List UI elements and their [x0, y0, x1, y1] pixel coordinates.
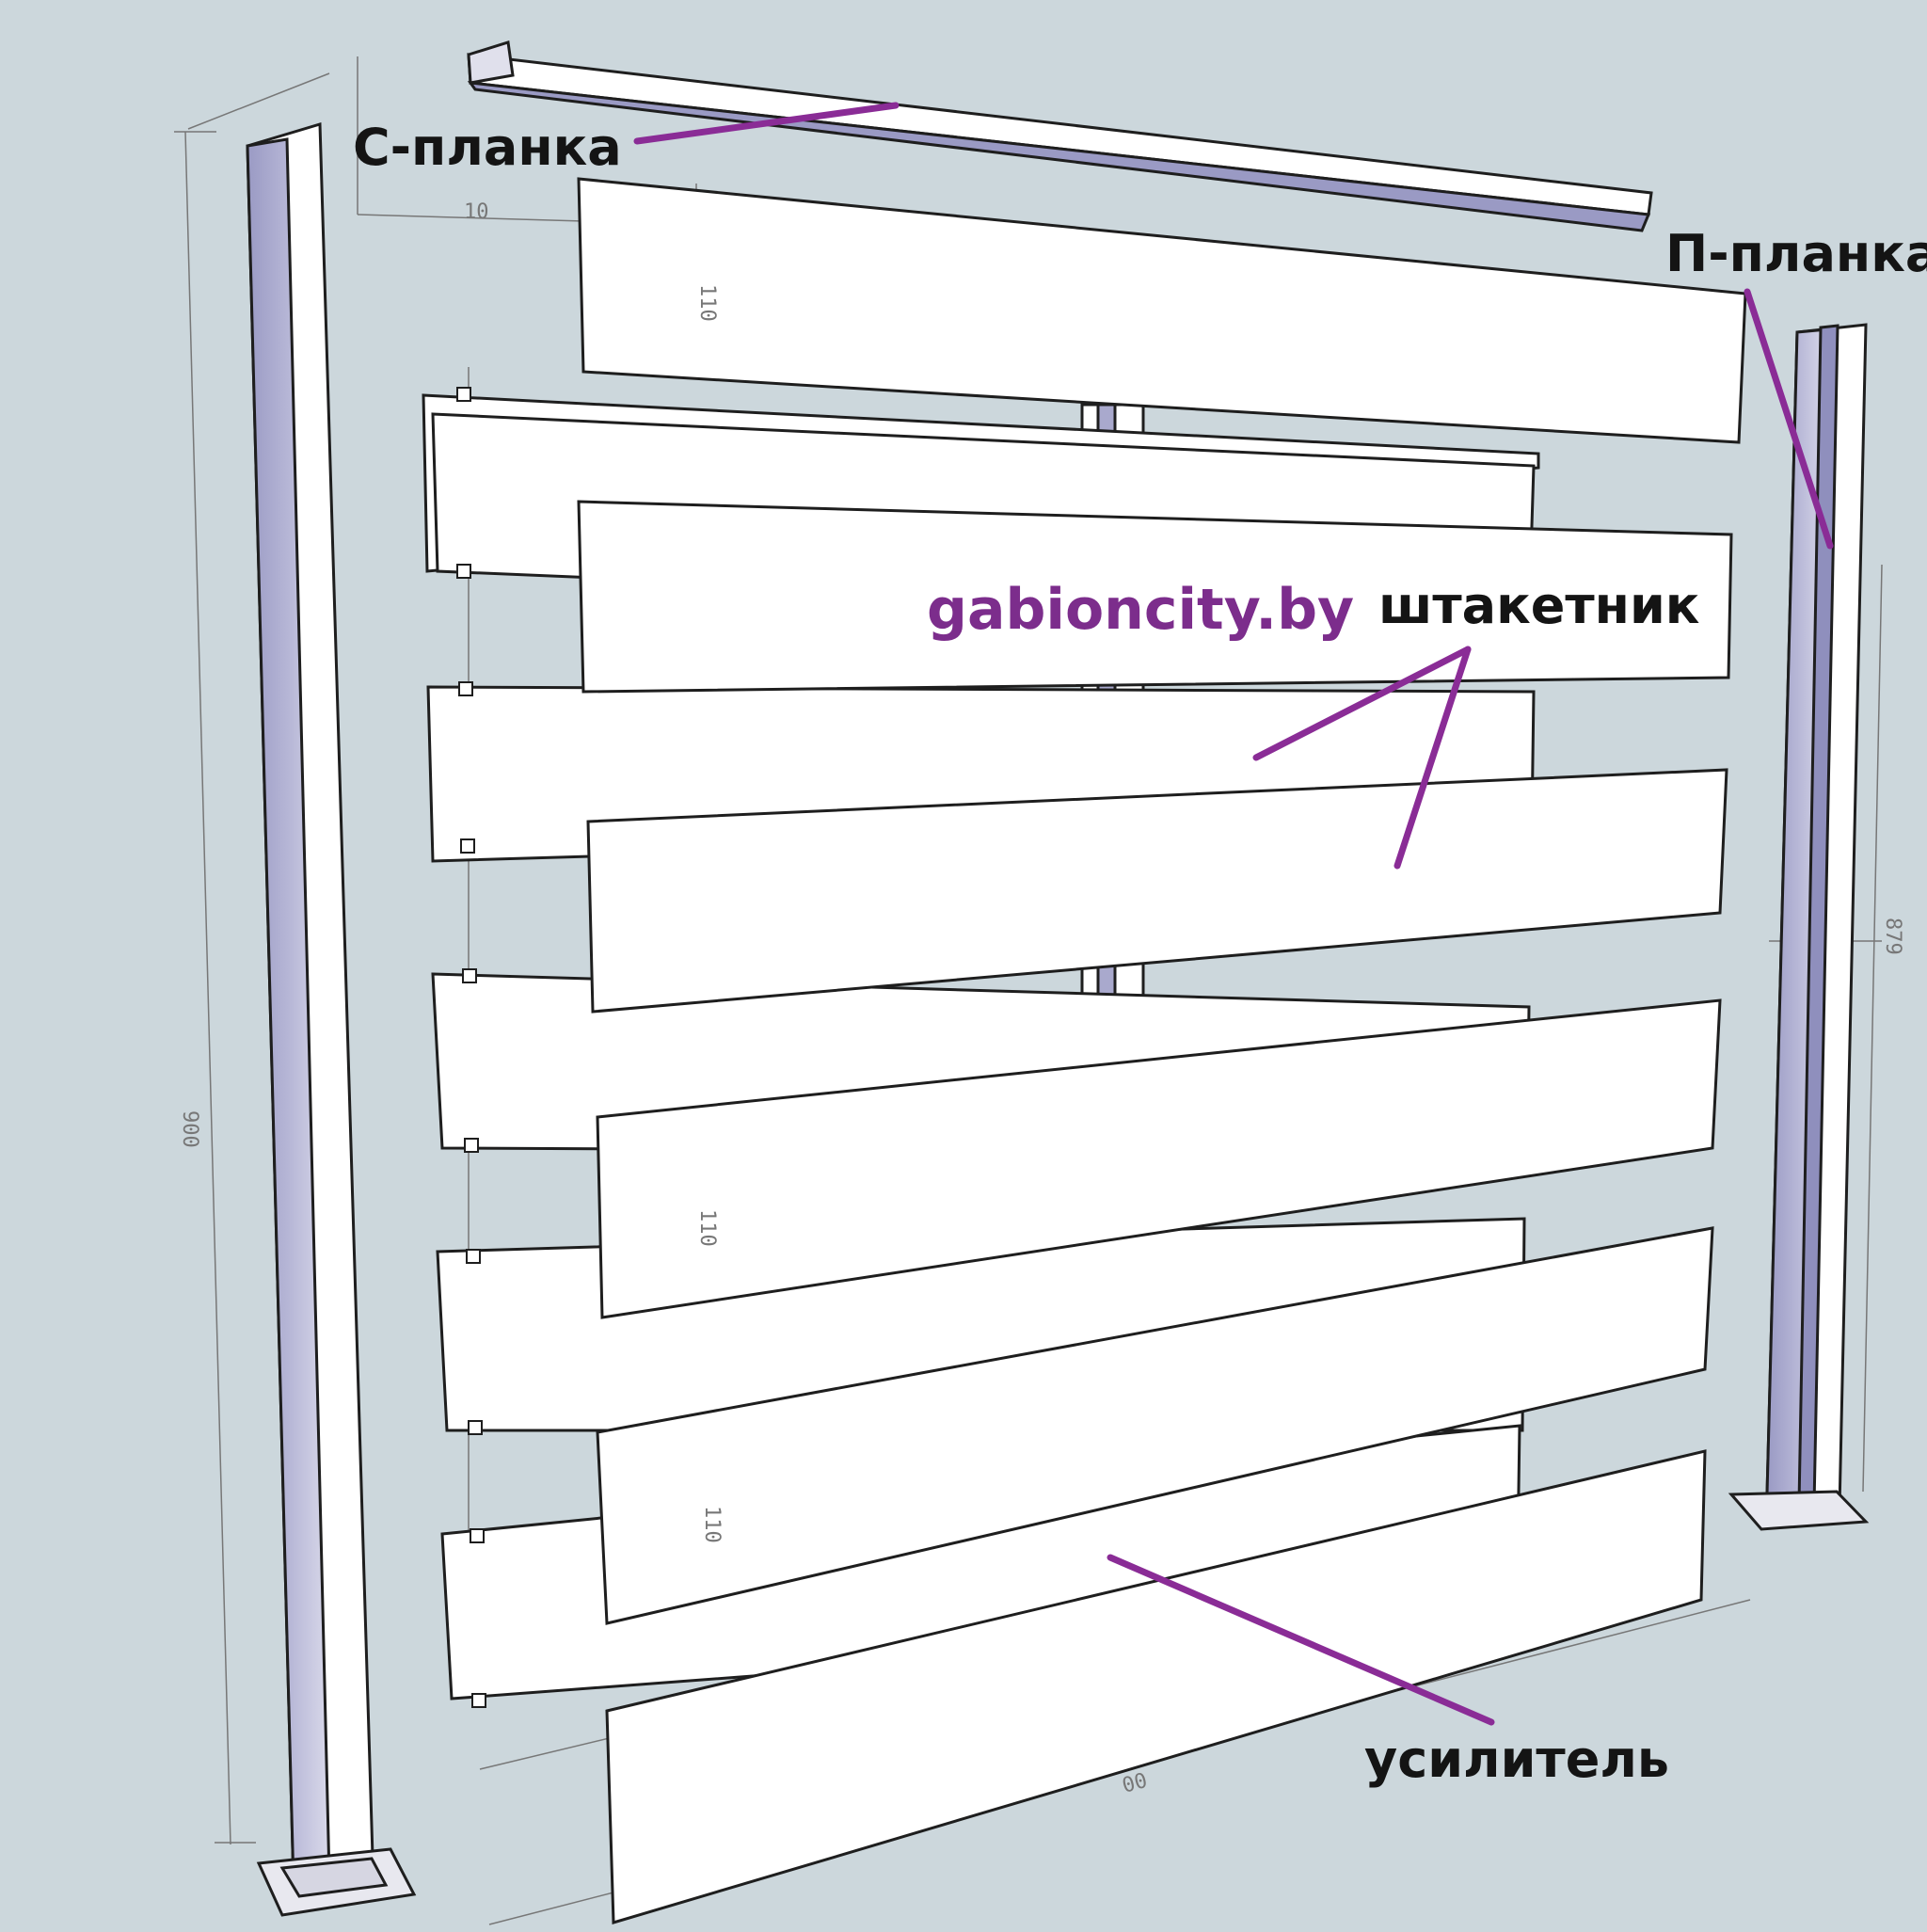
slat-6 — [605, 1449, 1707, 1924]
left-post — [246, 122, 417, 1917]
slat-top — [577, 177, 1747, 444]
label-reinforcer: усилитель — [1364, 1730, 1669, 1789]
dim-slat-height-a: 110 — [695, 284, 719, 322]
right-post — [1728, 323, 1870, 1531]
dim-span-width: 00 — [1120, 1769, 1150, 1798]
slat-2 — [577, 500, 1733, 694]
dim-slat-height-c: 110 — [700, 1506, 724, 1543]
leader-lines — [633, 102, 1834, 1726]
picket-leader-b — [1393, 646, 1472, 870]
picket-leader-a — [1252, 646, 1472, 761]
c-plank — [467, 40, 1653, 232]
slat-3 — [586, 768, 1728, 1014]
front-slats — [577, 177, 1747, 1924]
label-p-plank: П-планка — [1665, 224, 1927, 283]
slat-5 — [596, 1226, 1714, 1625]
label-picket: штакетник — [1378, 576, 1699, 635]
dim-post-height-right: 879 — [1881, 918, 1904, 955]
reinforcer-leader — [1107, 1554, 1495, 1726]
label-c-plank: С-планка — [353, 118, 622, 177]
dim-post-height-left: 900 — [178, 1110, 201, 1148]
c-plank-leader — [633, 102, 900, 145]
dim-top-width: 10 — [464, 200, 489, 224]
dim-slat-height-b: 110 — [695, 1209, 719, 1247]
p-plank-leader — [1744, 288, 1834, 550]
clip-markers — [456, 387, 486, 1708]
brand-watermark: gabioncity.by — [927, 577, 1354, 643]
slat-4 — [596, 998, 1722, 1319]
